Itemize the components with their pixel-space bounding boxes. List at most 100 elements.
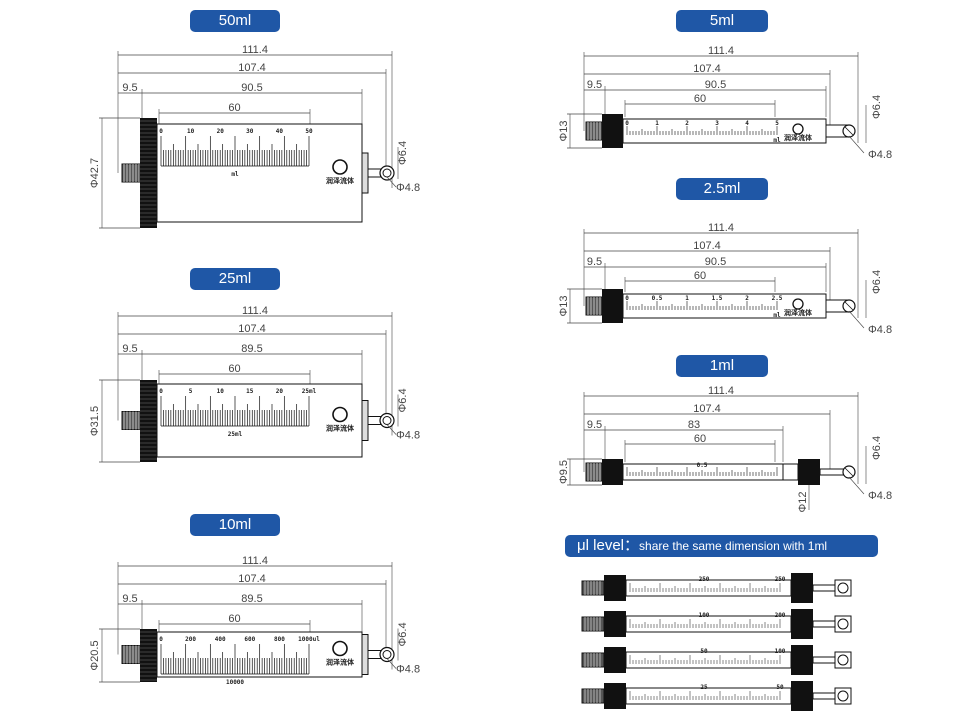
ml10-scale-label: 0 [159,636,163,643]
ml25-tip-small: Φ4.8 [396,430,420,442]
ml25-scale-label: 0 [159,388,163,395]
ml2_5-scale-label: 0 [625,295,629,302]
ml50-dim-cap-label: 9.5 [122,82,137,94]
ml25-dim-total-label: 111.4 [242,305,268,317]
ml5-scale-label: 1 [655,120,659,127]
ml5-dim-total-label: 111.4 [708,45,734,57]
ml25-brand-text: 润泽流体 [326,424,355,433]
ml10-tip-diameter: Φ6.4 [397,622,409,646]
ml5-dim-barrel-label: 90.5 [705,79,726,91]
ml25-dim-barrel-label: 89.5 [241,343,262,355]
ml25-thread-cap [121,411,141,430]
ml10-dim-cap-label: 9.5 [122,593,137,605]
ul-syringe-3-flange [604,647,626,673]
ml50-swirl-logo-icon [332,159,348,175]
ml1-hub-block [798,459,820,485]
ml50-scale-label: 10 [187,128,195,135]
ml25-dim-body-label: 107.4 [238,323,266,335]
ml2_5-dim-barrel-label: 90.5 [705,256,726,268]
ml5-dim-scale-label: 60 [694,93,706,105]
ml5-scale-label: 4 [745,120,749,127]
ml50-brand-text: 润泽流体 [326,176,355,185]
title-50ml: 50ml [190,10,280,32]
ml1-dim-barrel-label: 83 [688,419,700,431]
ml5-scale-label: 2 [685,120,689,127]
ml2_5-swirl-logo-icon [792,298,804,310]
ul-syringe-2-nozzle [812,620,836,628]
ul-syringe-4-flange [604,683,626,709]
ul-syringe-1-hub-block [791,573,813,603]
ml10-thread-cap [121,645,141,664]
ml50-fitting-inner [382,168,392,178]
ml5-diameter-label: Φ13 [558,120,570,141]
ml5-unit-mark: ml [773,137,781,144]
ml50-dim-scale-label: 60 [228,102,240,114]
ul-syringe-2-flange [604,611,626,637]
ml50-scale-label: 40 [276,128,284,135]
title-25ml: 25ml [190,268,280,290]
ml1-dim-cap-label: 9.5 [587,419,602,431]
title-10ml: 10ml [190,514,280,536]
ml50-diameter-label: Φ42.7 [89,158,101,188]
ml25-tip-diameter: Φ6.4 [397,388,409,412]
ml10-scale-label: 800 [274,636,285,643]
ml25-unit-mark: 25ml [228,431,243,438]
ul-syringe-2-scale-mid: 100 [699,612,710,619]
ml2_5-scale-label: 0.5 [652,295,663,302]
ml10-brand-text: 润泽流体 [326,658,355,667]
ul-syringe-4-fitting-ring [837,690,849,702]
title-2-5ml: 2.5ml [676,178,768,200]
ml5-flange [602,114,623,148]
ml5-dim-body-label: 107.4 [693,63,721,75]
ml25-tip-leader [386,424,397,435]
ml50-scale-label: 50 [305,128,313,135]
ml25-diameter-label: Φ31.5 [89,406,101,436]
ml2_5-scale-label: 2.5 [772,295,783,302]
ml1-hub-neck [782,463,799,481]
ml10-unit-mark: 10000 [226,679,244,686]
ul-syringe-3-fitting-ring [837,654,849,666]
ml10-scale-label: 400 [215,636,226,643]
ul-syringe-1-fitting-ring [837,582,849,594]
ml25-fitting-inner [382,416,392,425]
ml1-dim-scale-label: 60 [694,433,706,445]
ml50-scale-label: 20 [217,128,225,135]
ml2_5-brand-text: 润泽流体 [784,308,813,317]
ml2_5-dim-total-label: 111.4 [708,222,734,234]
ml5-scale-label: 3 [715,120,719,127]
ml2_5-dim-body-label: 107.4 [693,240,721,252]
ml25-scale-label: 20 [276,388,284,395]
ul-syringe-4-scale-mid: 25 [700,684,708,691]
ml1-flange [602,459,623,485]
ml2_5-diameter-label: Φ13 [558,295,570,316]
ul-level-main: μl level [577,537,624,554]
ul-syringe-4-nozzle [812,692,836,700]
ul-syringe-2-scale-right: 200 [775,612,786,619]
ml2_5-dim-cap-label: 9.5 [587,256,602,268]
ml2_5-tip-diameter: Φ6.4 [871,270,883,294]
title-5ml: 5ml [676,10,768,32]
ml25-swirl-logo-icon [332,406,348,423]
ml2_5-flange [602,289,623,323]
ml10-swirl-logo-icon [332,640,348,657]
ul-syringe-1-scale-mid: 250 [699,576,710,583]
ul-syringe-1-scale-right: 250 [775,576,786,583]
ml25-scale-label: 25ml [302,388,317,395]
ml2_5-tip-small: Φ4.8 [868,324,892,336]
ml25-scale-label: 15 [246,388,254,395]
ml1-diameter-label: Φ9.5 [558,460,570,484]
ul-syringe-3-scale-mid: 50 [700,648,708,655]
ul-syringe-2-fitting-ring [837,618,849,630]
title-ul-level: μl level：share the same dimension with 1… [565,535,878,557]
ul-syringe-4-hub-block [791,681,813,711]
ml5-tip-small: Φ4.8 [868,149,892,161]
ml2_5-scale-label: 1.5 [712,295,723,302]
ml5-tip-leader [848,135,865,154]
ml1-tip-diameter: Φ6.4 [871,436,883,460]
ml10-flange [140,629,157,682]
ml50-hub [361,152,369,194]
ml50-dim-barrel-label: 90.5 [241,82,262,94]
ml2_5-scale-label: 2 [745,295,749,302]
ml1-tip-leader [848,476,865,495]
ml1-fitting-cross [844,467,854,477]
